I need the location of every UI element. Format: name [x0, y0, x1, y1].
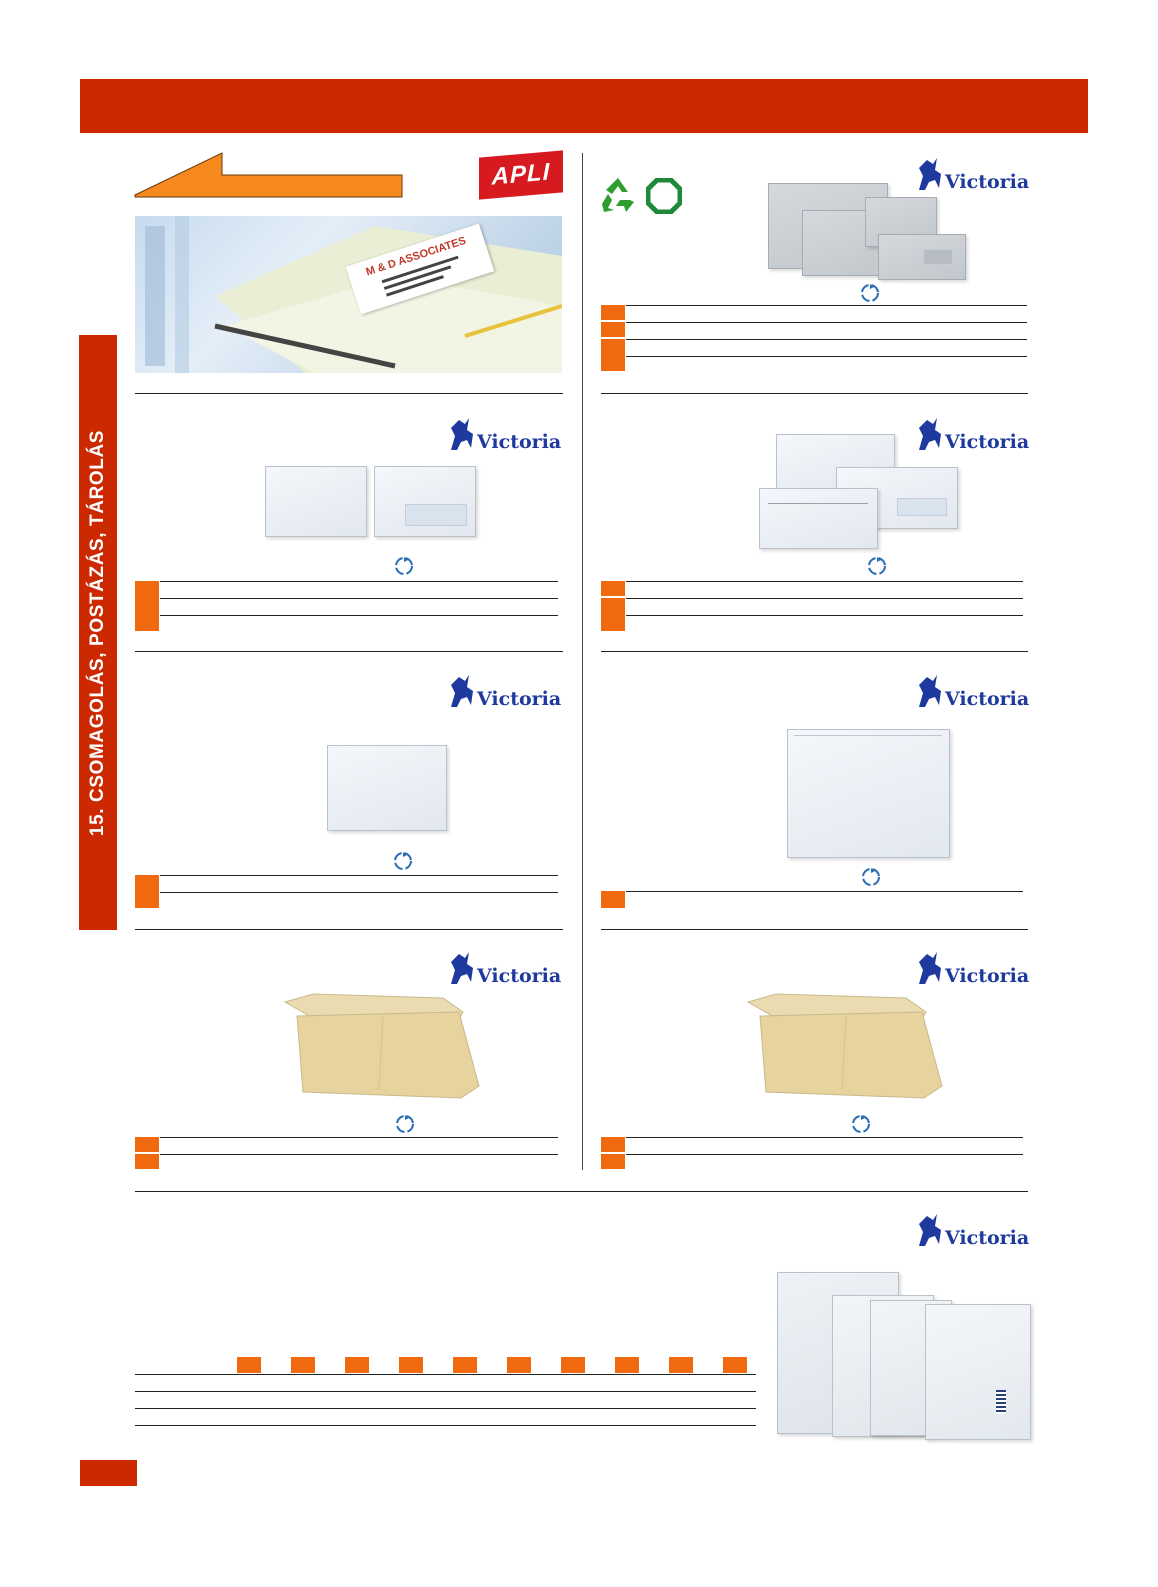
- eco-ring-icon: [646, 178, 682, 214]
- spec-marker: [237, 1357, 261, 1373]
- spec-rule: [626, 322, 1027, 323]
- recycle-small-icon: [396, 1115, 414, 1133]
- table-rule: [135, 1374, 756, 1375]
- spec-marker: [135, 1154, 159, 1169]
- envelope-image: [374, 466, 476, 537]
- spec-rule: [160, 875, 558, 876]
- envelope-image: [759, 488, 878, 549]
- spec-rule: [160, 892, 558, 893]
- spec-rule: [626, 339, 1027, 340]
- spec-rule: [160, 615, 558, 616]
- section-rule: [601, 393, 1028, 394]
- spec-marker: [345, 1357, 369, 1373]
- bubble-envelope-image: [925, 1304, 1031, 1440]
- spec-marker: [561, 1357, 585, 1373]
- section-rule: [135, 393, 563, 394]
- horse-logo-icon: [919, 675, 941, 707]
- table-rule: [135, 1425, 756, 1426]
- horse-logo-icon: [919, 158, 941, 190]
- spec-rule: [626, 356, 1027, 357]
- horse-logo-icon: [919, 952, 941, 984]
- envelope-image: [878, 234, 966, 280]
- horse-logo-icon: [451, 418, 473, 450]
- section-rule: [601, 929, 1028, 930]
- envelope-image: [787, 729, 950, 858]
- recycle-small-icon: [394, 852, 412, 870]
- spec-rule: [626, 598, 1023, 599]
- side-tab: 15. CSOMAGOLÁS, POSTÁZÁS, TÁROLÁS: [79, 335, 117, 930]
- recycle-small-icon: [852, 1115, 870, 1133]
- horse-logo-icon: [919, 1214, 941, 1246]
- spec-marker: [669, 1357, 693, 1373]
- victoria-logo: Victoria: [913, 156, 1029, 192]
- table-rule: [135, 1408, 756, 1409]
- horse-logo-icon: [451, 952, 473, 984]
- victoria-logo: Victoria: [913, 1212, 1029, 1248]
- section-rule: [135, 929, 563, 930]
- victoria-logo: Victoria: [913, 673, 1029, 709]
- spec-marker: [399, 1357, 423, 1373]
- envelope-image: [265, 466, 367, 537]
- spec-rule: [160, 1137, 558, 1138]
- header-band: [80, 79, 1088, 133]
- spec-rule: [626, 305, 1027, 306]
- recycle-small-icon: [395, 557, 413, 575]
- spec-rule: [626, 891, 1023, 892]
- spec-marker: [135, 875, 159, 908]
- spec-rule: [626, 1154, 1023, 1155]
- horse-logo-icon: [919, 418, 941, 450]
- horse-logo-icon: [451, 675, 473, 707]
- spec-rule: [626, 615, 1023, 616]
- bag-envelope-image: [283, 993, 480, 1099]
- victoria-logo: Victoria: [445, 416, 561, 452]
- spec-rule: [626, 1137, 1023, 1138]
- spec-rule: [160, 581, 558, 582]
- arrow-left-icon: [134, 152, 403, 198]
- recycle-icon: [602, 178, 634, 212]
- recycle-small-icon: [862, 868, 880, 886]
- victoria-logo: Victoria: [913, 950, 1029, 986]
- section-rule: [601, 651, 1028, 652]
- spec-marker: [601, 305, 625, 320]
- spec-marker: [453, 1357, 477, 1373]
- recycle-small-icon: [868, 557, 886, 575]
- column-divider: [582, 153, 583, 1170]
- spec-marker: [507, 1357, 531, 1373]
- spec-marker: [135, 581, 159, 631]
- recycle-small-icon: [861, 284, 879, 302]
- spec-marker: [723, 1357, 747, 1373]
- spec-marker: [601, 598, 625, 631]
- page-number-badge: [80, 1460, 137, 1486]
- spec-marker: [601, 891, 625, 908]
- spec-marker: [601, 581, 625, 596]
- apli-logo: APLI: [479, 150, 563, 200]
- spec-marker: [601, 322, 625, 337]
- spec-rule: [626, 581, 1023, 582]
- victoria-logo: Victoria: [445, 950, 561, 986]
- victoria-logo: Victoria: [445, 673, 561, 709]
- bag-envelope-image: [746, 993, 943, 1099]
- section-rule: [135, 651, 563, 652]
- table-rule: [135, 1391, 756, 1392]
- victoria-logo: Victoria: [913, 416, 1029, 452]
- spec-marker: [601, 1154, 625, 1169]
- spec-rule: [160, 598, 558, 599]
- spec-marker: [291, 1357, 315, 1373]
- side-tab-label: 15. CSOMAGOLÁS, POSTÁZÁS, TÁROLÁS: [87, 429, 109, 836]
- spec-marker: [601, 1137, 625, 1152]
- spec-marker: [135, 1137, 159, 1152]
- spec-marker: [615, 1357, 639, 1373]
- spec-marker: [601, 339, 625, 371]
- section-rule: [135, 1191, 1028, 1192]
- envelope-image: [327, 745, 447, 831]
- hero-photo: M & D ASSOCIATES: [135, 216, 562, 373]
- spec-rule: [160, 1154, 558, 1155]
